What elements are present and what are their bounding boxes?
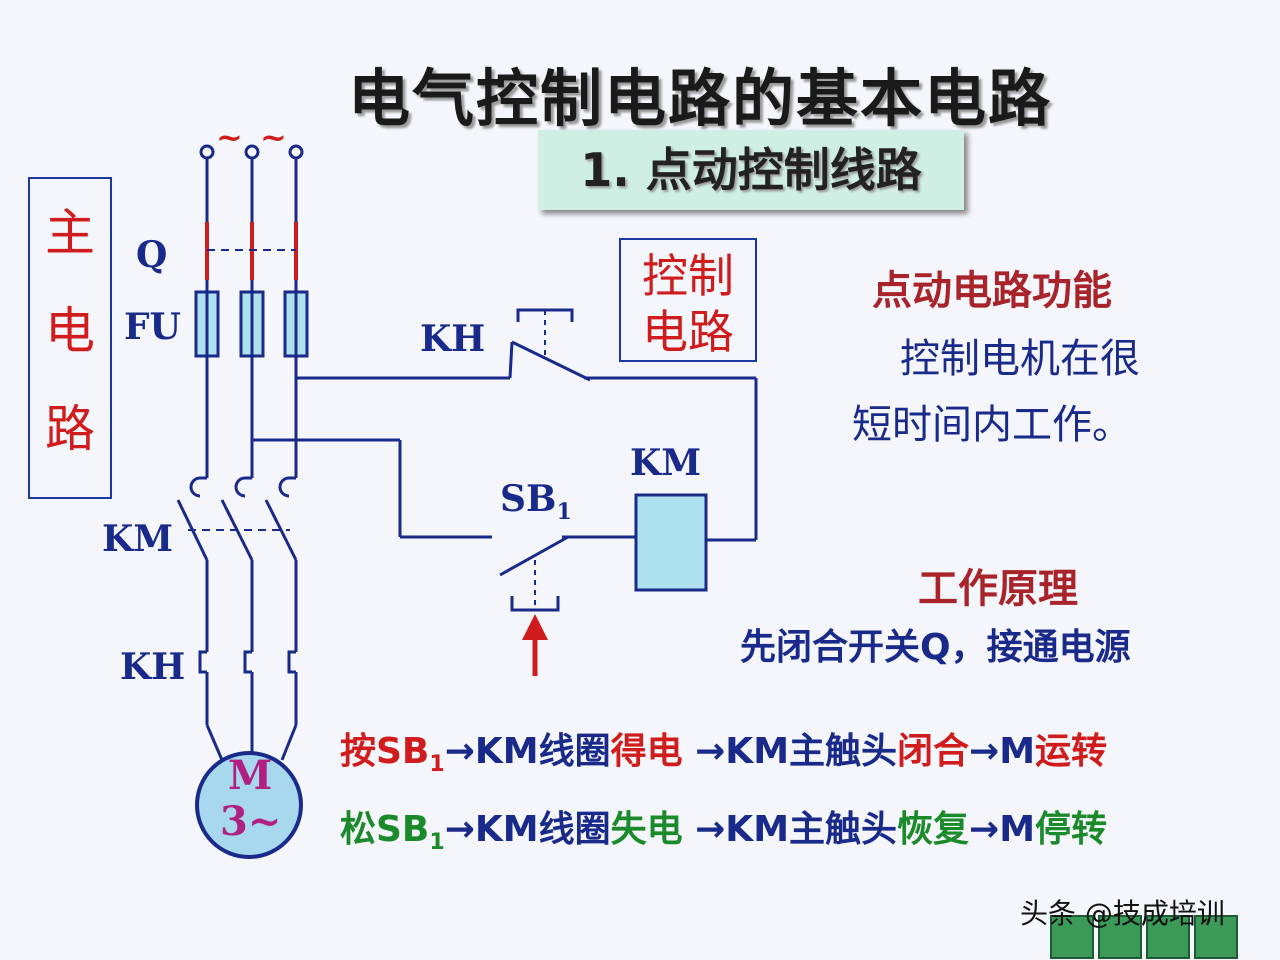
principle-line: 先闭合开关Q，接通电源 [740,627,1131,668]
label-kh-main: KH [120,646,186,688]
km-contact-3 [264,499,298,561]
label-km-coil: KM [630,442,702,484]
terminal-l3 [288,144,304,160]
press-arrow-icon [522,614,548,676]
nav-back-button[interactable] [1146,915,1190,959]
tilde-label-2: ~ [260,118,287,156]
control-circuit-line-1: 控制 [642,249,734,303]
motor-label-m: M [228,752,273,799]
main-circuit-char-3: 路 [45,400,95,458]
motor-label-3phase: 3~ [220,798,282,845]
watermark: 头条 @技成培训 [1020,897,1225,930]
terminal-l1 [199,144,215,160]
main-circuit-box: 主 电 路 [28,177,112,499]
nav-next-button[interactable] [1194,915,1238,959]
function-line-2: 短时间内工作。 [852,402,1132,448]
sequence-press: 按SB1→KM线圈得电 →KM主触头闭合→M运转 [340,731,1108,778]
nav-home-button[interactable] [1098,915,1142,959]
main-wires [199,144,304,222]
km-contact-arc-2 [234,476,246,498]
page-title: 电气控制电路的基本电路 [347,62,1052,135]
label-sb1: SB1 [500,478,572,526]
sequence-release: 松SB1→KM线圈失电 →KM主触头恢复→M停转 [340,809,1108,856]
kh-elements [198,650,298,761]
label-kh-control: KH [420,318,486,360]
function-line-1: 控制电机在很 [900,336,1140,382]
label-fu: FU [124,306,181,348]
function-heading: 点动电路功能 [872,268,1112,314]
control-circuit-line-2: 电路 [642,305,734,359]
terminal-l2 [244,144,260,160]
motor [195,751,303,859]
control-wires [252,308,758,612]
subtitle-banner: 1. 点动控制线路 [538,130,964,210]
main-circuit-char-2: 电 [45,302,95,360]
tilde-label-1: ~ [216,118,243,156]
main-circuit-char-1: 主 [45,204,95,262]
km-contact-arc-1 [189,476,201,498]
label-km-main: KM [102,518,174,560]
control-circuit-box: 控制 电路 [619,238,757,362]
sb1-contact [499,535,569,577]
nav-prev-button[interactable] [1050,915,1094,959]
nav-buttons [1050,915,1238,959]
kh-nc-contact [511,340,591,382]
label-q: Q [136,234,168,276]
principle-heading: 工作原理 [918,566,1078,612]
km-coil [634,493,708,592]
